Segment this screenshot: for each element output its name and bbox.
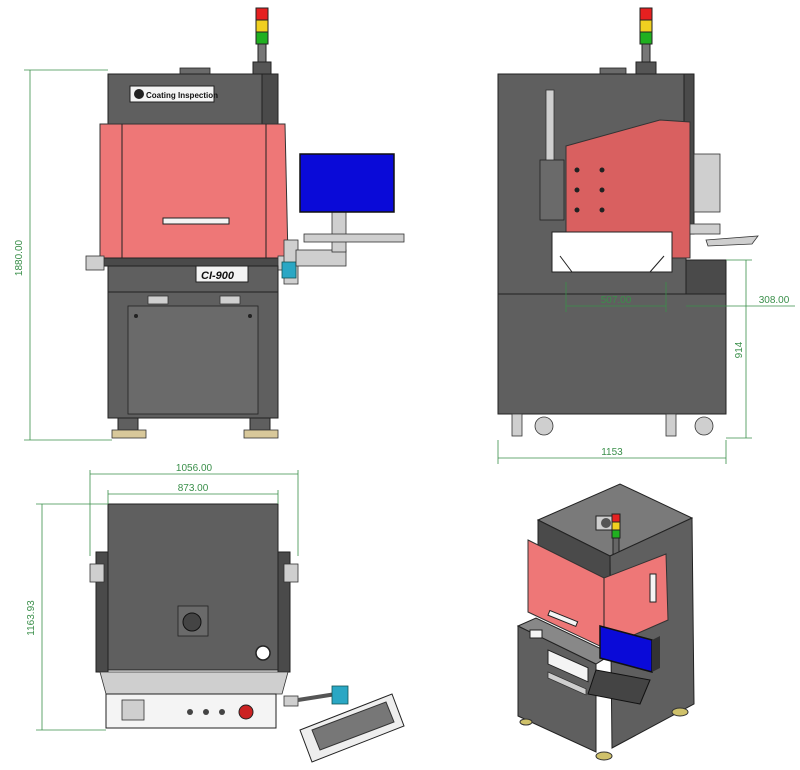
iso-view xyxy=(516,483,695,761)
front-view: Coating Inspection CI-900 xyxy=(14,7,405,441)
front-foot-right xyxy=(243,429,279,439)
iso-keyboard xyxy=(587,669,651,705)
side-keyboard xyxy=(705,235,759,247)
side-monitor xyxy=(693,153,721,213)
dim-front-height: 1880.00 xyxy=(14,239,25,276)
side-lower-cabinet xyxy=(497,293,727,415)
logo-icon xyxy=(134,89,144,99)
dim-top-width-inner: 873.00 xyxy=(178,483,209,494)
top-view: 1056.00 873.00 1163.93 xyxy=(26,463,405,763)
dim-side-depth-a: 507.00 xyxy=(601,295,632,306)
keyboard-tray xyxy=(303,233,405,243)
cover-handle xyxy=(162,217,230,225)
brand-label: Coating Inspection xyxy=(146,91,218,100)
top-round-port xyxy=(255,645,271,661)
dim-side-depth-b: 308.00 xyxy=(759,295,790,306)
front-foot-left xyxy=(111,429,147,439)
emergency-stop-icon xyxy=(238,704,254,720)
top-roof xyxy=(107,503,279,671)
signal-tower-side xyxy=(635,7,657,75)
dim-side-width: 1153 xyxy=(601,447,623,458)
front-cover xyxy=(99,123,289,259)
dim-side-height: 914 xyxy=(734,341,745,358)
front-monitor-screen xyxy=(299,153,395,213)
model-label: CI-900 xyxy=(201,270,235,282)
dim-top-depth: 1163.93 xyxy=(26,600,37,636)
brand-plate xyxy=(129,85,215,103)
monitor-arm xyxy=(295,249,347,267)
model-plate xyxy=(195,265,249,283)
signal-tower xyxy=(252,7,272,75)
side-view: 507.00 308.00 914 1153 xyxy=(497,7,795,464)
dim-top-width-outer: 1056.00 xyxy=(176,463,213,474)
